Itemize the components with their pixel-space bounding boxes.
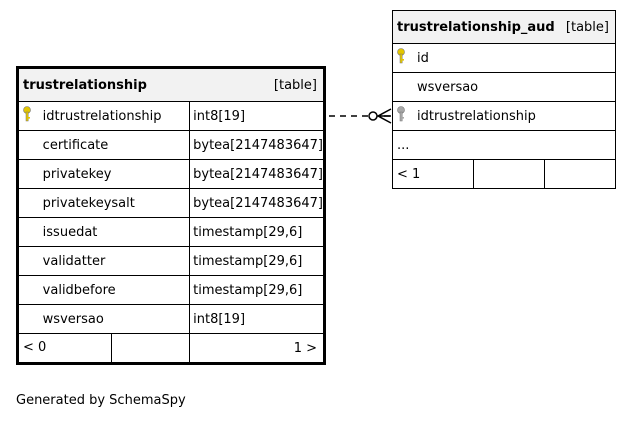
column-name: privatekey bbox=[34, 159, 191, 189]
primary-key-icon bbox=[397, 48, 405, 64]
key-cell bbox=[392, 101, 409, 131]
column-name: validbefore bbox=[34, 275, 191, 305]
column-name: certificate bbox=[34, 130, 191, 160]
key-cell bbox=[16, 217, 35, 247]
children-count: < 1 bbox=[392, 159, 474, 189]
more-columns: ... bbox=[392, 130, 616, 160]
table-header: trustrelationship [table] bbox=[17, 67, 325, 102]
column-name: validatter bbox=[34, 246, 191, 276]
column-type: bytea[2147483647] bbox=[189, 159, 325, 189]
column-type: timestamp[29,6] bbox=[189, 217, 325, 247]
table-kind: [table] bbox=[565, 19, 609, 35]
column-name: wsversao bbox=[34, 304, 191, 334]
column-name: idtrustrelationship bbox=[409, 101, 616, 131]
relationship-crowfoot-marker bbox=[377, 108, 392, 124]
key-cell bbox=[392, 43, 409, 73]
column-type: timestamp[29,6] bbox=[189, 246, 325, 276]
table-footer: < 1 bbox=[392, 159, 616, 189]
key-cell bbox=[16, 246, 35, 276]
more-columns-row: ... bbox=[392, 130, 616, 160]
table-name: trustrelationship bbox=[23, 77, 147, 93]
key-cell bbox=[16, 159, 35, 189]
parents-count: 1 > bbox=[189, 333, 325, 364]
column-row-wsversao: wsversao bbox=[392, 72, 616, 102]
generated-by-label: Generated by SchemaSpy bbox=[16, 393, 186, 408]
table-header: trustrelationship_aud [table] bbox=[392, 10, 616, 44]
key-cell bbox=[16, 304, 35, 334]
column-name: wsversao bbox=[409, 72, 616, 102]
column-type: bytea[2147483647] bbox=[189, 188, 325, 218]
table-kind: [table] bbox=[273, 77, 317, 93]
column-row-idtrustrelationship: idtrustrelationship bbox=[392, 101, 616, 131]
column-type: bytea[2147483647] bbox=[189, 130, 325, 160]
column-type: int8[19] bbox=[189, 304, 325, 334]
column-row-id: id bbox=[392, 43, 616, 73]
column-name: id bbox=[409, 43, 616, 73]
foreign-key-icon bbox=[397, 106, 405, 122]
children-count: < 0 bbox=[19, 334, 112, 362]
primary-key-icon bbox=[23, 106, 31, 122]
key-cell bbox=[16, 188, 35, 218]
key-cell bbox=[16, 275, 35, 305]
column-name: idtrustrelationship bbox=[34, 101, 191, 131]
column-name: issuedat bbox=[34, 217, 191, 247]
column-type: timestamp[29,6] bbox=[189, 275, 325, 305]
relationship-optional-marker bbox=[368, 111, 378, 121]
table-name: trustrelationship_aud bbox=[397, 19, 555, 35]
table-trustrelationship: trustrelationship [table] idtrustrelatio… bbox=[16, 66, 326, 365]
key-cell bbox=[16, 130, 35, 160]
key-cell bbox=[16, 101, 35, 131]
table-footer: < 0 1 > bbox=[16, 333, 325, 364]
key-cell bbox=[392, 72, 409, 102]
column-type: int8[19] bbox=[189, 101, 325, 131]
column-name: privatekeysalt bbox=[34, 188, 191, 218]
